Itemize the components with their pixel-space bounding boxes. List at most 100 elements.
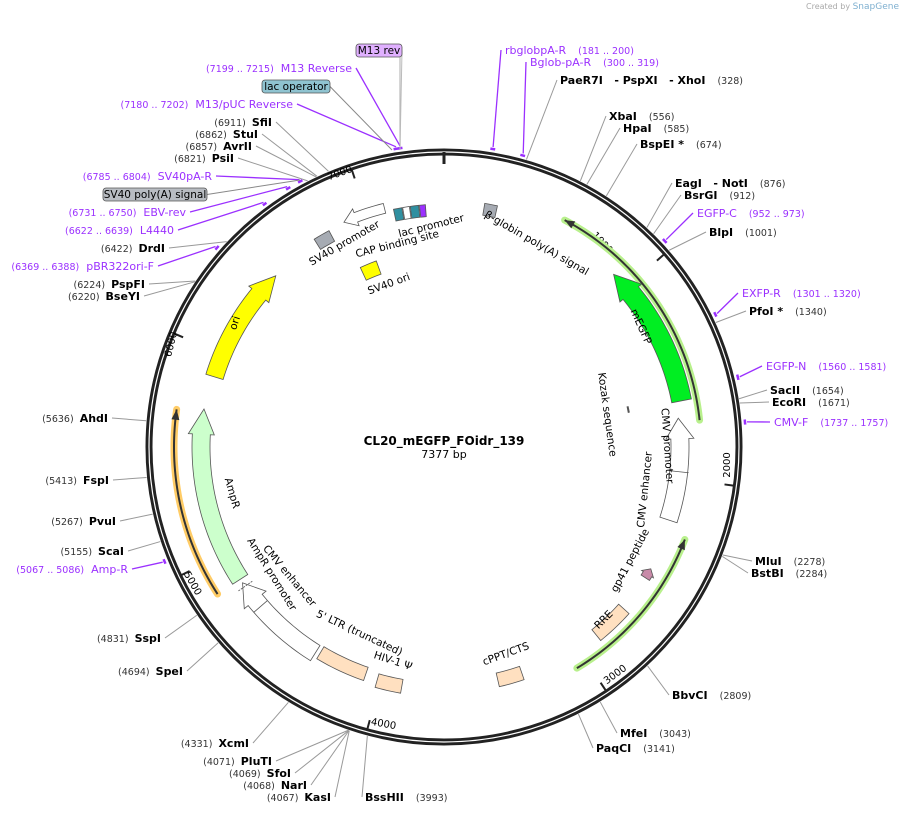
cmv-promoter-enhancer-arrow[interactable] — [659, 417, 695, 524]
primer-label[interactable]: (6731 .. 6750)EBV-rev — [69, 206, 187, 219]
primer-label[interactable]: Bglob-pA-R(300 .. 319) — [530, 56, 659, 69]
primer-mark[interactable] — [520, 153, 526, 158]
enzyme-label[interactable]: HpaI(585) — [623, 122, 689, 135]
enzyme-label[interactable]: BstBI(2284) — [751, 567, 827, 580]
enzyme-label[interactable]: (6224)PspFI — [74, 278, 146, 291]
enzyme-label[interactable]: MfeI(3043) — [620, 727, 691, 740]
feature-label[interactable]: Kozak sequence — [595, 372, 619, 458]
feature-label[interactable]: CMV promoter — [658, 408, 675, 485]
cmv-enhancer-ampr-promoter-arrow[interactable] — [242, 582, 321, 662]
boxed-label-bg[interactable] — [355, 43, 403, 58]
enzyme-label[interactable]: MluI(2278) — [755, 555, 825, 568]
feature-label[interactable]: ori — [227, 315, 243, 332]
enzyme-label[interactable]: (4831)SspI — [97, 632, 161, 645]
orf-lower[interactable] — [576, 539, 686, 670]
feature-label[interactable]: gp41 peptide — [609, 527, 652, 594]
enzyme-label[interactable]: (4068)NarI — [243, 779, 307, 792]
primer-label[interactable]: CMV-F(1737 .. 1757) — [774, 416, 888, 429]
enzyme-label[interactable]: (6821)PsiI — [174, 152, 234, 165]
enzyme-name: AvrII — [223, 140, 252, 153]
enzyme-label[interactable]: (4069)SfoI — [229, 767, 291, 780]
enzyme-label[interactable]: PfoI *(1340) — [749, 305, 827, 318]
lac-operator-box[interactable] — [409, 204, 421, 219]
primer-mark[interactable] — [262, 201, 268, 207]
orf-egfp-head — [564, 220, 576, 229]
enzyme-label[interactable]: EagI - NotI(876) — [675, 177, 785, 190]
primer-mark[interactable] — [490, 147, 496, 151]
kozak-mark[interactable] — [626, 406, 630, 413]
primer-label[interactable]: (5067 .. 5086)Amp-R — [16, 563, 128, 576]
enzyme-label[interactable]: XbaI(556) — [609, 110, 674, 123]
primer-label[interactable]: (6785 .. 6804)SV40pA-R — [83, 170, 213, 183]
enzyme-label[interactable]: BbvCI(2809) — [672, 689, 751, 702]
primer-mark[interactable] — [162, 558, 167, 565]
enzyme-label[interactable]: (6220)BseYI — [68, 290, 140, 303]
feature-label[interactable]: β-globin poly(A) signal — [482, 209, 590, 278]
enzyme-leader-line — [605, 143, 638, 197]
enzyme-position: (6422) — [101, 244, 133, 255]
primer-label[interactable]: (7180 .. 7202)M13/pUC Reverse — [121, 98, 294, 111]
feature-label[interactable]: AmpR — [222, 476, 242, 509]
primer-label[interactable]: (6622 .. 6639)L4440 — [65, 224, 174, 237]
cppt-cts-box[interactable] — [495, 665, 525, 688]
primer-label[interactable]: EGFP-N(1560 .. 1581) — [766, 360, 886, 373]
primer-label[interactable]: rbglobpA-R(181 .. 200) — [505, 44, 634, 57]
feature-label[interactable]: CMV enhancer — [635, 450, 655, 528]
enzyme-label[interactable]: (5636)AhdI — [42, 412, 108, 425]
enzyme-label[interactable]: (6422)DrdI — [101, 242, 165, 255]
orf-egfp[interactable] — [564, 219, 701, 421]
primer-label[interactable]: (6369 .. 6388)pBR322ori-F — [11, 260, 154, 273]
primer-name: EGFP-N — [766, 360, 806, 373]
enzyme-position: (6220) — [68, 292, 100, 303]
hiv1-psi-box[interactable] — [374, 673, 404, 694]
enzyme-leader-line — [237, 157, 308, 182]
ampR-arrow[interactable] — [187, 408, 249, 585]
enzyme-label[interactable]: PaeR7I - PspXI - XhoI(328) — [560, 74, 743, 87]
primer-mark[interactable] — [735, 374, 740, 381]
enzyme-label[interactable]: (4694)SpeI — [118, 665, 183, 678]
enzyme-label[interactable]: (6862)StuI — [195, 128, 258, 141]
enzyme-leader-line — [261, 133, 318, 177]
enzyme-label[interactable]: (4071)PluTI — [203, 755, 272, 768]
rre-box[interactable] — [591, 603, 630, 642]
lac-promoter-box[interactable] — [402, 206, 412, 220]
mEGFP-arrow[interactable] — [613, 273, 692, 404]
enzyme-label[interactable]: BlpI(1001) — [709, 226, 777, 239]
primer-mark[interactable] — [662, 238, 668, 244]
cap-binding-box[interactable] — [393, 207, 405, 222]
enzyme-label[interactable]: (5155)ScaI — [60, 545, 124, 558]
enzyme-label[interactable]: BssHII(3993) — [365, 791, 447, 804]
enzyme-label[interactable]: PaqCI(3141) — [596, 742, 675, 755]
5-ltr-box[interactable] — [316, 646, 369, 682]
enzyme-label[interactable]: (5413)FspI — [45, 474, 109, 487]
orf-ampr[interactable] — [172, 409, 219, 595]
primer-mark[interactable] — [713, 311, 718, 318]
primer-label[interactable]: (7199 .. 7215)M13 Reverse — [206, 62, 352, 75]
enzyme-label[interactable]: (4067)KasI — [267, 791, 331, 804]
enzyme-label[interactable]: (6857)AvrII — [186, 140, 253, 153]
enzyme-label[interactable]: (5267)PvuI — [51, 515, 116, 528]
m13-box[interactable] — [419, 204, 427, 218]
enzyme-label[interactable]: (6911)SfiI — [214, 116, 272, 129]
primer-label[interactable]: EXFP-R(1301 .. 1320) — [742, 287, 861, 300]
enzyme-label[interactable]: EcoRI(1671) — [772, 396, 850, 409]
primer-label[interactable]: EGFP-C(952 .. 973) — [697, 207, 805, 220]
ori-arrow[interactable] — [205, 275, 277, 380]
enzyme-position: (1654) — [812, 386, 844, 397]
sv40-promoter-arrow[interactable] — [343, 202, 387, 227]
enzyme-label[interactable]: (4331)XcmI — [181, 737, 249, 750]
boxed-label-bg[interactable] — [261, 79, 331, 94]
gp41-peptide-arrow[interactable] — [640, 568, 655, 581]
primer-mark[interactable] — [285, 185, 291, 191]
primer-mark[interactable] — [297, 179, 303, 184]
sv40-promoter-box[interactable] — [313, 230, 336, 250]
enzyme-label[interactable]: BspEI *(674) — [640, 138, 722, 151]
sv40-ori-box[interactable] — [359, 260, 382, 281]
enzyme-label[interactable]: BsrGI(912) — [684, 189, 755, 202]
feature-label[interactable]: cPPT/CTS — [481, 640, 531, 668]
primer-mark[interactable] — [393, 147, 400, 151]
beta-globin-polyA-box[interactable] — [482, 202, 498, 219]
primer-mark[interactable] — [214, 245, 220, 251]
boxed-label-bg[interactable] — [102, 187, 208, 202]
enzyme-label[interactable]: SacII(1654) — [770, 384, 844, 397]
